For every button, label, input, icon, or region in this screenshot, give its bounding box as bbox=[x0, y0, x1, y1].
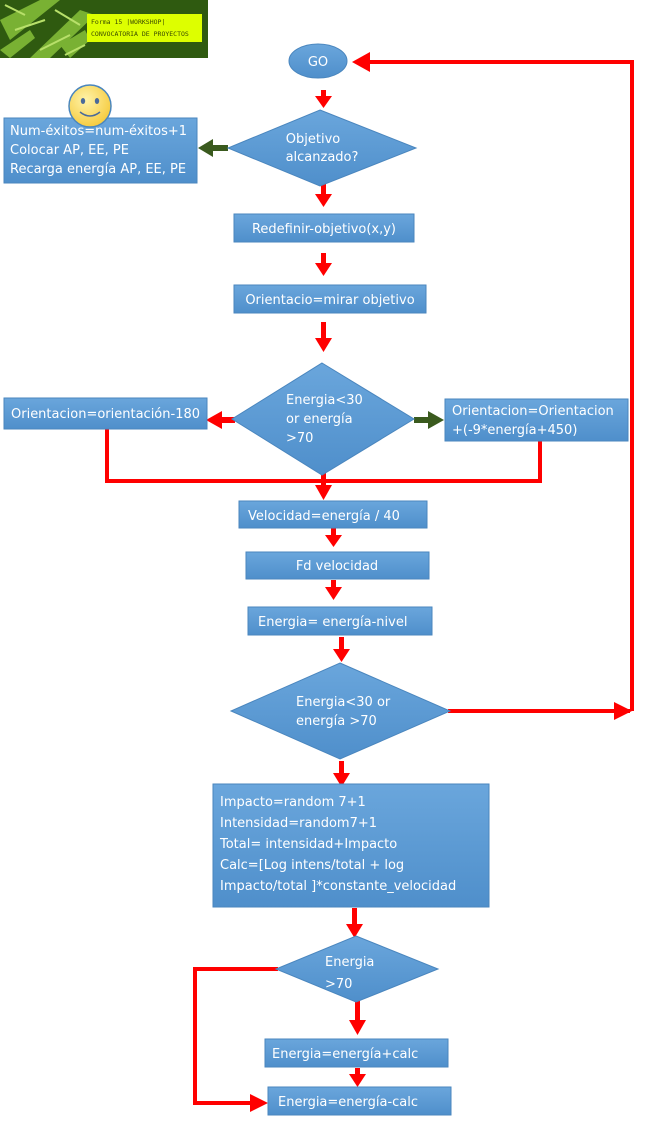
down-arrow-12 bbox=[349, 1068, 366, 1087]
down-arrow-1 bbox=[315, 90, 332, 108]
down-arrow-3 bbox=[315, 253, 332, 276]
orient-plus-line-2: +(-9*energía+450) bbox=[452, 423, 577, 438]
green-arrow-left bbox=[198, 139, 228, 157]
decision-energia-1-line-2: or energía bbox=[286, 412, 353, 427]
energia-else-line bbox=[193, 967, 278, 1105]
orient-plus-box: Orientacion=Orientacion +(-9*energía+450… bbox=[444, 398, 629, 442]
down-arrow-9 bbox=[333, 761, 350, 787]
arrow-head-go bbox=[352, 52, 370, 72]
exitos-box: Num-éxitos=num-éxitos+1 Colocar AP, EE, … bbox=[3, 117, 198, 184]
decision-energia-2-line-2: energía >70 bbox=[296, 714, 377, 729]
decision-energia-2: Energia<30 or energía >70 bbox=[229, 662, 452, 760]
energia-minus-box: Energia=energía-calc bbox=[267, 1086, 452, 1116]
orient-minus-label: Orientacion=orientación-180 bbox=[11, 407, 200, 422]
calc-line-2: Intensidad=random7+1 bbox=[220, 816, 377, 831]
redefinir-box: Redefinir-objetivo(x,y) bbox=[233, 213, 415, 243]
exitos-line-2: Colocar AP, EE, PE bbox=[10, 143, 129, 158]
energia-plus-label: Energia=energía+calc bbox=[272, 1047, 418, 1062]
decision-objetivo: Objetivo alcanzado? bbox=[226, 109, 418, 187]
decision-energia-3-line-1: Energia bbox=[325, 955, 374, 970]
logo-line-1: Forma 15 |WORKSHOP| bbox=[91, 18, 165, 26]
down-arrow-5 bbox=[315, 470, 332, 500]
down-arrow-10 bbox=[346, 908, 363, 938]
red-arrow-left bbox=[206, 411, 235, 429]
calc-line-1: Impacto=random 7+1 bbox=[220, 795, 366, 810]
decision-energia-1: Energia<30 or energía >70 bbox=[231, 362, 415, 476]
logo: Forma 15 |WORKSHOP| CONVOCATORIA DE PROY… bbox=[0, 0, 208, 58]
go-label: GO bbox=[308, 55, 328, 70]
orientacio-label: Orientacio=mirar objetivo bbox=[245, 293, 414, 308]
energia-minus-label: Energia=energía-calc bbox=[278, 1095, 418, 1110]
decision-energia-1-line-3: >70 bbox=[286, 431, 313, 446]
calc-line-4: Calc=[Log intens/total + log bbox=[220, 858, 404, 873]
energia-nivel-label: Energia= energía-nivel bbox=[258, 615, 407, 630]
exitos-line-3: Recarga energía AP, EE, PE bbox=[10, 162, 186, 177]
smiley-icon bbox=[68, 84, 112, 128]
down-arrow-6 bbox=[325, 528, 342, 547]
decision-energia-1-line-1: Energia<30 bbox=[286, 393, 363, 408]
fd-label: Fd velocidad bbox=[296, 559, 378, 574]
energia-plus-box: Energia=energía+calc bbox=[264, 1038, 449, 1068]
go-node: GO bbox=[288, 43, 348, 79]
exitos-line-1: Num-éxitos=num-éxitos+1 bbox=[10, 124, 187, 139]
orientacio-box: Orientacio=mirar objetivo bbox=[233, 284, 427, 314]
down-arrows bbox=[315, 90, 366, 1087]
calc-line-5: Impacto/total ]*constante_velocidad bbox=[220, 879, 456, 894]
down-arrow-4 bbox=[315, 322, 332, 352]
orient-plus-line-1: Orientacion=Orientacion bbox=[452, 404, 614, 419]
arrow-head-calc-minus bbox=[250, 1094, 268, 1112]
velocidad-label: Velocidad=energía / 40 bbox=[248, 509, 400, 524]
calc-box: Impacto=random 7+1 Intensidad=random7+1 … bbox=[212, 783, 490, 908]
down-arrow-11 bbox=[349, 1001, 366, 1035]
redefinir-label: Redefinir-objetivo(x,y) bbox=[252, 222, 396, 237]
logo-line-2: CONVOCATORIA DE PROYECTOS bbox=[91, 30, 189, 38]
decision-objetivo-line-2: alcanzado? bbox=[286, 150, 359, 165]
down-arrow-8 bbox=[333, 637, 350, 662]
fd-box: Fd velocidad bbox=[245, 551, 430, 580]
side-arrows bbox=[198, 139, 444, 429]
decision-objetivo-line-1: Objetivo bbox=[286, 132, 340, 147]
decision-energia-3: Energia >70 bbox=[274, 935, 440, 1003]
orient-minus-box: Orientacion=orientación-180 bbox=[3, 397, 208, 430]
down-arrow-2 bbox=[315, 184, 332, 207]
energia-nivel-box: Energia= energía-nivel bbox=[247, 606, 433, 636]
decision-energia-3-line-2: >70 bbox=[325, 977, 352, 992]
green-arrow-right bbox=[414, 411, 444, 429]
velocidad-box: Velocidad=energía / 40 bbox=[238, 500, 428, 529]
arrow-head-right bbox=[614, 702, 632, 720]
calc-line-3: Total= intensidad+Impacto bbox=[219, 837, 397, 852]
down-arrow-7 bbox=[325, 580, 342, 600]
decision-energia-2-line-1: Energia<30 or bbox=[296, 695, 391, 710]
